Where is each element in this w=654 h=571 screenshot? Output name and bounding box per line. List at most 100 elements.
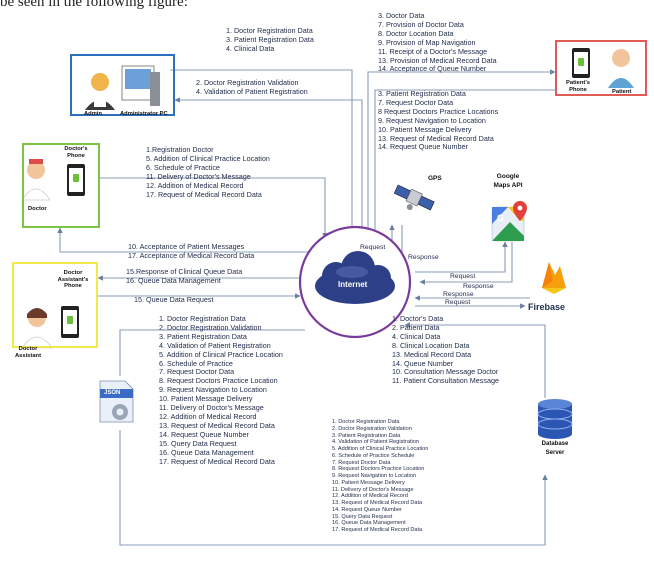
list-item: 5. Addition of Clinical Practice Locatio… (159, 349, 283, 359)
maps-label: Google Maps API (493, 173, 523, 189)
list-item: 2. Doctor Registration Validation (332, 425, 412, 432)
list-item: 15. Query Data Request (159, 438, 237, 448)
list-item: 1. Doctor Registration Data (332, 419, 400, 425)
list-item: 3. Patient Registration Data (332, 432, 401, 439)
list-item: 6. Schedule of Practice (159, 358, 233, 368)
patient-in-line (367, 69, 556, 235)
admin-box (70, 54, 175, 116)
db-label: Database Server (541, 441, 569, 456)
svg-text:G: G (497, 213, 504, 223)
list-item: 11. Patient Consultation Message (392, 376, 499, 386)
list-item: 4. Clinical Data (392, 331, 441, 341)
list-item: 17. Request of Medical Record Data (332, 527, 423, 533)
list-item: 13. Request of Medical Record Data (159, 420, 275, 430)
list-item: 1. Doctor Registration Data (159, 314, 246, 323)
list-item: 3. Patient Registration Data (378, 89, 466, 98)
list-item: 4. Validation of Patient Registration (332, 439, 419, 446)
db-out-line (404, 322, 546, 398)
assistant-figure-icon (21, 308, 53, 349)
assistant-in-list: 15.Response of Clinical Queue Data 16. Q… (126, 267, 243, 286)
list-item: 13. Request of Medical Record Data (332, 500, 423, 506)
doctor-phone-icon (67, 164, 85, 196)
list-item: 2. Patient Data (392, 322, 440, 332)
json-list: 1. Doctor Registration Data 2. Doctor Re… (159, 314, 283, 466)
list-item: 12. Addition of Medical Record (146, 180, 244, 190)
assistant-phone-label: Doctor Assistant's Phone (57, 270, 89, 289)
list-item: 13. Request of Medical Record Data (378, 133, 494, 143)
firebase-flame-icon (542, 262, 566, 294)
list-item: 7. Request Doctor Data (159, 367, 235, 377)
patient-phone-icon (572, 48, 590, 78)
list-item: 10. Acceptance of Patient Messages (128, 242, 245, 251)
json-label: JSON (104, 390, 121, 396)
db-in-line (119, 329, 305, 376)
maps-response-line (419, 242, 513, 285)
admin-pc-label: Administrator PC (120, 111, 168, 117)
maps-request-line (415, 241, 508, 273)
json-file-icon (99, 380, 134, 423)
firebase-label: Firebase (528, 302, 566, 312)
list-item: 14. Request Queue Number (332, 506, 402, 513)
list-item: 9. Request Navigation to Location (332, 473, 416, 479)
list-item: 3. Patient Registration Data (159, 331, 247, 341)
list-item: 7. Request Doctor Data (378, 97, 454, 107)
admin-figure-icon (85, 73, 115, 110)
list-item: 6. Schedule of Practice Schedule (332, 452, 415, 459)
gps-satellite-icon (393, 184, 435, 211)
admin-in-line (170, 69, 355, 241)
list-item: 7. Request Doctor Data (332, 459, 391, 466)
list-item: 11. Delivery of Doctor's Message (146, 171, 251, 181)
list-item: 8. Clinical Location Data (392, 340, 470, 350)
list-item: 1. Doctor Registration Data (226, 26, 313, 35)
internet-cloud (315, 251, 395, 304)
list-item: 2. Doctor Registration Validation (159, 322, 262, 332)
list-item: 5. Addition of Clinical Practice Locatio… (332, 446, 429, 452)
doctor-phone-label: Doctor's Phone (64, 146, 88, 159)
maps-response-label: Response (463, 283, 494, 290)
doctor-in-list: 10. Acceptance of Patient Messages 17. A… (128, 242, 254, 261)
db-out-list: 1. Doctor's Data 2. Patient Data 4. Clin… (392, 314, 499, 386)
list-item: 4. Clinical Data (226, 43, 275, 53)
list-item: 13. Provision of Medical Record Data (378, 55, 497, 65)
assistant-phone-icon (61, 306, 79, 338)
patient-phone-label: Patient's Phone (566, 80, 590, 93)
list-item: 9. Request Navigation to Location (159, 385, 267, 395)
database-icon (537, 399, 573, 439)
list-item: 16. Queue Data Management (126, 275, 221, 285)
gps-label: GPS (428, 175, 442, 182)
caption-fragment: be seen in the following figure: (0, 0, 188, 10)
list-item: 10. Patient Message Delivery (159, 394, 253, 404)
assistant-box (12, 262, 98, 348)
list-item: 15. Queue Data Request (134, 295, 214, 304)
list-item: 11. Delivery of Doctor's Message (159, 403, 264, 413)
list-item: 11. Receipt of a Doctor's Message (378, 46, 488, 56)
patient-box (555, 40, 647, 96)
list-item: 17. Request of Medical Record Data (159, 456, 275, 466)
list-item: 3. Patient Registration Data (226, 34, 314, 44)
gps-request-label: Request (360, 244, 386, 251)
list-item: 11. Delivery of Doctor's Message (332, 486, 414, 493)
list-item: 14. Request Queue Number (378, 142, 468, 152)
list-item: 12. Addition of Medical Record (332, 493, 408, 500)
list-item: 15.Response of Clinical Queue Data (126, 267, 243, 276)
list-item: 1. Doctor's Data (392, 314, 444, 323)
doctor-out-list: 1.Registration Doctor 5. Addition of Cli… (146, 145, 270, 199)
doctor-in-line (57, 227, 310, 253)
google-maps-icon: G (491, 201, 527, 242)
admin-label: Admin (84, 111, 103, 117)
list-item: 2. Doctor Registration Validation (196, 78, 299, 87)
list-item: 14. Request Queue Number (159, 429, 249, 439)
list-item: 16. Queue Data Management (332, 520, 406, 527)
internet-label: Internet (338, 280, 368, 289)
assistant-label: Doctor Assistant (14, 346, 42, 359)
firebase-request-label: Request (445, 299, 471, 306)
list-item: 9. Provision of Map Navigation (378, 37, 476, 47)
list-item: 3. Doctor Data (378, 11, 425, 20)
patient-out-line (372, 89, 555, 239)
list-item: 9. Request Navigation to Location (378, 115, 486, 125)
list-item: 8. Request Doctors Practice Location (332, 466, 425, 473)
list-item: 8. Request Doctors Practice Location (159, 376, 278, 386)
list-item: 1.Registration Doctor (146, 145, 214, 154)
